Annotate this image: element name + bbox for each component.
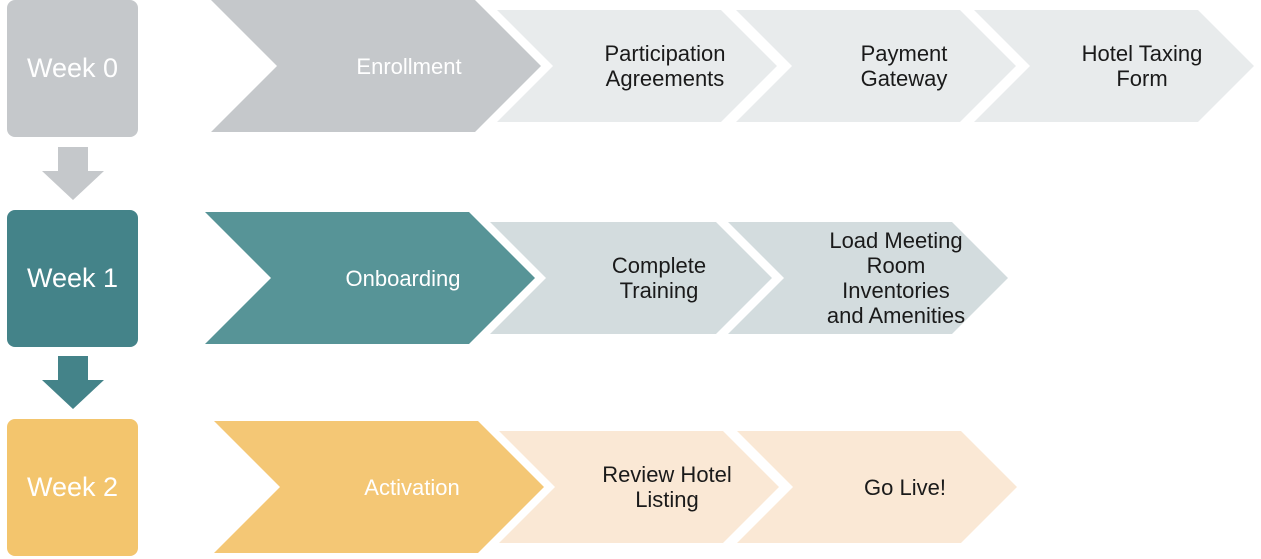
- week-2-label: Week 2: [26, 472, 119, 502]
- onboarding-label: Onboarding: [345, 265, 461, 291]
- load-meeting-room-chevron: Load Meeting Room Inventories and Amenit…: [728, 222, 1008, 334]
- week-1-box: Week 1: [7, 210, 138, 347]
- hotel-taxing-form-chevron: Hotel Taxing Form: [974, 10, 1254, 122]
- down-arrow-icon: [42, 147, 104, 200]
- activation-label: Activation: [364, 474, 460, 500]
- week-0-box: Week 0: [7, 0, 138, 137]
- load-meeting-room-label: Load Meeting Room Inventories and Amenit…: [826, 228, 966, 328]
- enrollment-label: Enrollment: [356, 53, 462, 79]
- complete-training-label: Complete Training: [611, 253, 707, 303]
- week-2-box: Week 2: [7, 419, 138, 556]
- down-arrow-icon: [42, 356, 104, 409]
- complete-training-chevron: Complete Training: [490, 222, 772, 334]
- onboarding-chevron: Onboarding: [205, 212, 535, 344]
- hotel-taxing-form-label: Hotel Taxing Form: [1081, 41, 1203, 91]
- participation-agreements-label: Participation Agreements: [604, 41, 726, 91]
- enrollment-chevron: Enrollment: [211, 0, 541, 132]
- go-live-chevron: Go Live!: [737, 431, 1017, 543]
- payment-gateway-label: Payment Gateway: [860, 41, 948, 91]
- payment-gateway-chevron: Payment Gateway: [736, 10, 1016, 122]
- review-hotel-listing-label: Review Hotel Listing: [602, 462, 732, 512]
- activation-chevron: Activation: [214, 421, 544, 553]
- week-0-label: Week 0: [26, 53, 119, 83]
- go-live-label: Go Live!: [864, 474, 946, 500]
- week-1-label: Week 1: [26, 263, 119, 293]
